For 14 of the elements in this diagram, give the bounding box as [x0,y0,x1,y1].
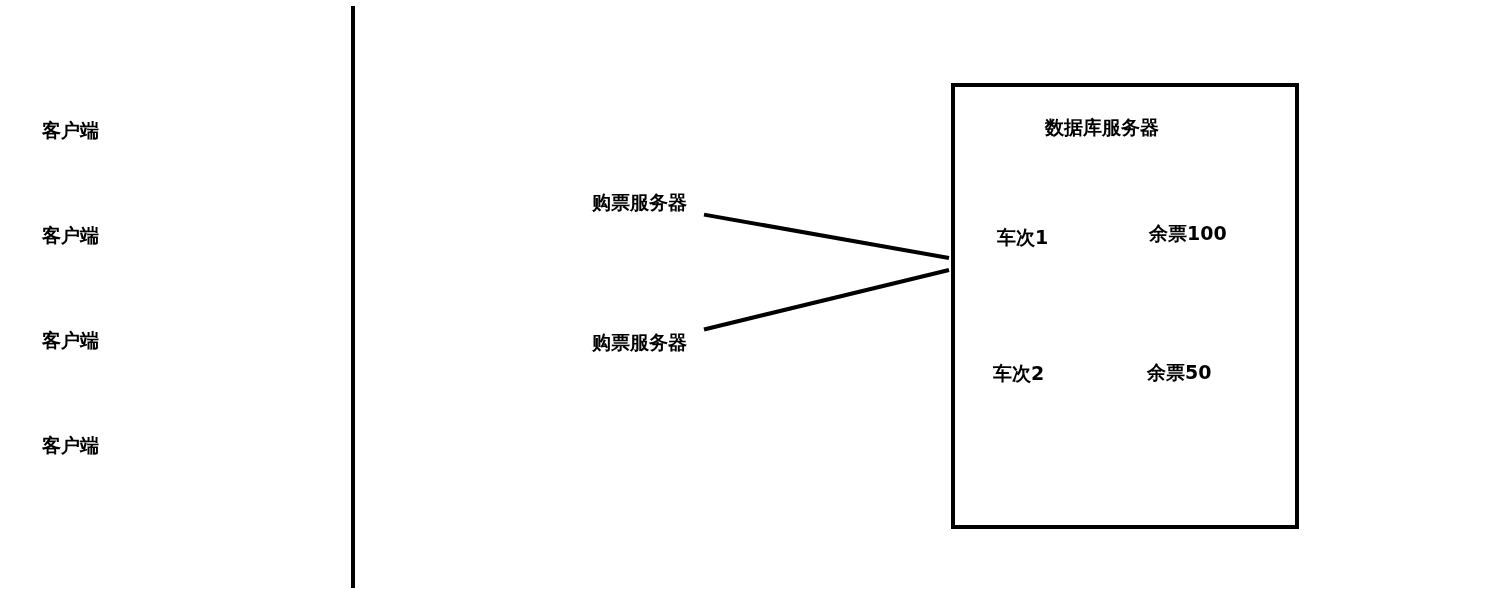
box-text: 车次2 [993,361,1045,386]
node-label: 客户端 [42,433,106,461]
connector-line [703,212,950,260]
node-label: 客户端 [42,118,106,146]
box-text: 车次1 [997,225,1049,250]
node-label: 客户端 [42,223,106,251]
node-label: 购票服务器 [592,190,696,218]
box-heading: 数据库服务器 [1045,115,1159,140]
node-label: 客户端 [42,328,106,356]
node-label: 购票服务器 [592,330,696,358]
server-box [951,83,1299,529]
box-text: 余票100 [1149,221,1227,246]
connector-line [703,268,950,332]
box-text: 余票50 [1147,360,1212,385]
